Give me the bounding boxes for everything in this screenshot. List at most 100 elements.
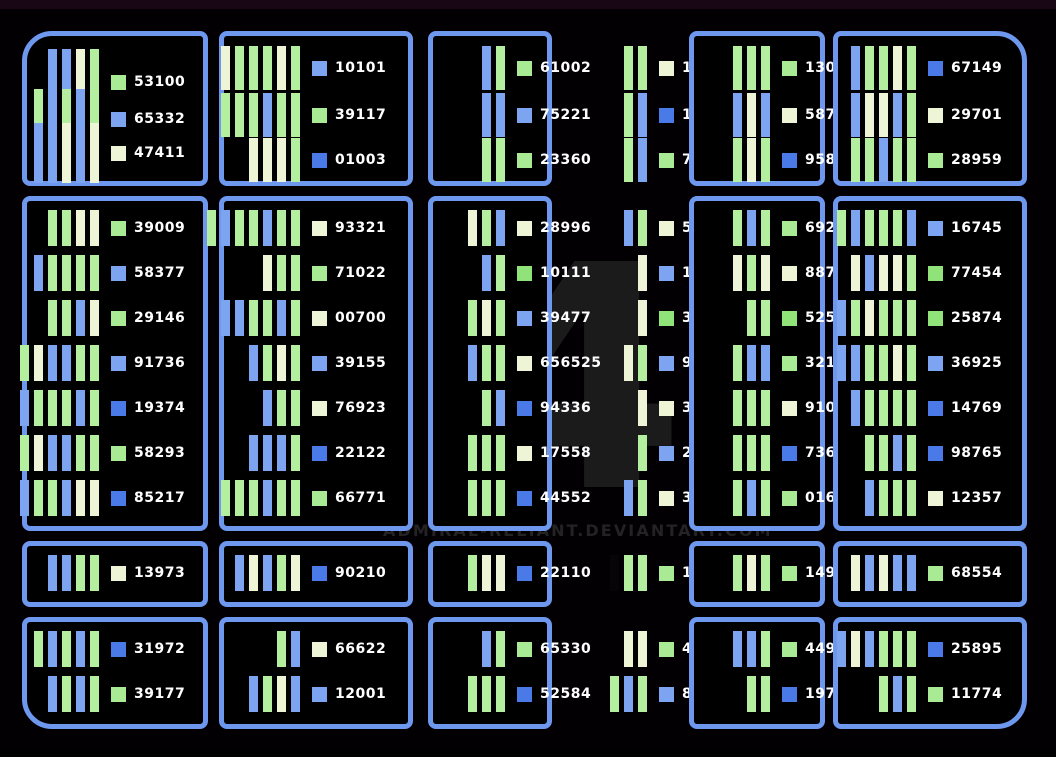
code-panel-r4c4[interactable]: 47326 80000 — [568, 617, 733, 729]
code-row[interactable]: 66622 — [224, 631, 408, 667]
code-panel-r2c4[interactable]: 54981 19542 36017 99798 39864 20106 33901 — [568, 196, 733, 531]
code-row[interactable]: 32174 — [694, 345, 856, 381]
code-row[interactable]: 25874 — [837, 300, 1022, 336]
code-row[interactable]: 12357 — [838, 480, 1022, 516]
code-panel-r2c2[interactable]: 93321 71022 00700 39155 76923 22122 66771 — [207, 196, 413, 531]
code-row[interactable]: 22110 — [433, 555, 591, 591]
code-panel-r2c1[interactable]: 39009 58377 29146 91736 19374 58293 85217 — [20, 196, 208, 531]
code-row[interactable]: 18642 — [573, 93, 733, 137]
code-row[interactable]: 90210 — [224, 555, 408, 591]
code-row[interactable]: 22122 — [224, 435, 408, 471]
code-row[interactable]: 19542 — [573, 255, 733, 291]
code-row[interactable]: 44552 — [433, 480, 591, 516]
code-row[interactable]: 66771 — [221, 480, 408, 516]
code-panel-r4c2[interactable]: 66622 12001 — [219, 617, 413, 729]
code-row[interactable]: 69258 — [694, 210, 856, 246]
code-row[interactable]: 73619 — [694, 435, 856, 471]
code-panel-r2c6[interactable]: 16745 77454 25874 36925 14769 98765 12357 — [833, 196, 1027, 531]
code-row[interactable]: 39117 — [221, 93, 408, 137]
code-row[interactable]: 17558 — [433, 435, 591, 471]
code-row[interactable]: 71022 — [224, 255, 408, 291]
code-panel-r4c6[interactable]: 25895 11774 — [833, 617, 1027, 729]
code-row[interactable]: 65330 — [433, 631, 591, 667]
code-panel-r3c3[interactable]: 22110 — [428, 541, 591, 607]
code-row[interactable]: 16745 — [837, 210, 1022, 246]
code-row[interactable]: 01669 — [694, 480, 856, 516]
code-row[interactable]: 75221 — [433, 93, 591, 137]
code-row[interactable]: 47411 — [27, 123, 203, 183]
code-row[interactable]: 19374 — [20, 390, 203, 426]
code-row[interactable]: 656525 — [433, 345, 601, 381]
code-row[interactable]: 29146 — [27, 300, 203, 336]
code-row[interactable]: 44993 — [694, 631, 856, 667]
code-row[interactable]: 61002 — [433, 46, 591, 90]
code-row[interactable]: 68554 — [838, 555, 1022, 591]
code-row[interactable]: 33901 — [573, 480, 733, 516]
code-row[interactable]: 17011 — [573, 46, 733, 90]
code-row[interactable]: 65332 — [27, 89, 203, 149]
code-row[interactable]: 88701 — [694, 255, 856, 291]
code-row[interactable]: 77454 — [838, 255, 1022, 291]
code-row[interactable]: 80000 — [573, 676, 733, 712]
code-row[interactable]: 11378 — [573, 555, 733, 591]
code-row[interactable]: 47326 — [573, 631, 733, 667]
code-panel-r4c3[interactable]: 65330 52584 — [428, 617, 591, 729]
code-row[interactable]: 10101 — [221, 46, 408, 90]
code-row[interactable]: 54981 — [573, 210, 733, 246]
code-row[interactable]: 36925 — [837, 345, 1022, 381]
code-row[interactable]: 99798 — [573, 345, 733, 381]
code-row[interactable]: 98765 — [838, 435, 1022, 471]
code-row[interactable]: 67149 — [838, 46, 1022, 90]
code-row[interactable]: 85217 — [20, 480, 203, 516]
code-row[interactable]: 52574 — [694, 300, 856, 336]
code-row[interactable]: 39177 — [27, 676, 203, 712]
code-row[interactable]: 58377 — [27, 255, 203, 291]
code-row[interactable]: 39864 — [573, 390, 733, 426]
code-panel-r2c3[interactable]: 28996 10111 39477 656525 94336 17558 44552 — [428, 196, 601, 531]
code-row[interactable]: 01003 — [224, 138, 408, 182]
code-row[interactable]: 11774 — [838, 676, 1022, 712]
code-row[interactable]: 19733 — [694, 676, 856, 712]
code-row[interactable]: 91047 — [694, 390, 856, 426]
code-row[interactable]: 39009 — [27, 210, 203, 246]
code-row[interactable]: 12001 — [224, 676, 408, 712]
code-row[interactable]: 58710 — [694, 93, 856, 137]
code-row[interactable]: 76923 — [224, 390, 408, 426]
code-row[interactable]: 52584 — [433, 676, 591, 712]
code-panel-r3c6[interactable]: 68554 — [833, 541, 1027, 607]
code-row[interactable]: 39155 — [224, 345, 408, 381]
code-row[interactable]: 28959 — [838, 138, 1022, 182]
code-row[interactable]: 91736 — [20, 345, 203, 381]
code-panel-r4c5[interactable]: 44993 19733 — [689, 617, 856, 729]
code-row[interactable]: 53100 — [27, 49, 203, 115]
code-row[interactable]: 00700 — [221, 300, 408, 336]
code-row[interactable]: 39477 — [433, 300, 591, 336]
code-panel-r2c5[interactable]: 69258 88701 52574 32174 91047 73619 01669 — [689, 196, 856, 531]
code-panel-r3c2[interactable]: 90210 — [219, 541, 413, 607]
code-row[interactable]: 94336 — [433, 390, 591, 426]
code-row[interactable]: 29701 — [838, 93, 1022, 137]
code-row[interactable]: 78952 — [573, 138, 733, 182]
code-row[interactable]: 14769 — [838, 390, 1022, 426]
code-row[interactable]: 28996 — [433, 210, 591, 246]
code-row[interactable]: 36017 — [573, 300, 733, 336]
code-panel-r3c4[interactable]: 11378 — [568, 541, 733, 607]
code-panel-r1c4[interactable]: 170111864278952 — [568, 31, 733, 186]
code-row[interactable]: 20106 — [573, 435, 733, 471]
code-row[interactable]: 14957 — [694, 555, 856, 591]
code-panel-r4c1[interactable]: 31972 39177 — [22, 617, 208, 729]
code-row[interactable]: 93321 — [207, 210, 408, 246]
code-row[interactable]: 10111 — [433, 255, 591, 291]
code-row[interactable]: 23360 — [433, 138, 591, 182]
code-row[interactable]: 31972 — [27, 631, 203, 667]
code-row[interactable]: 13973 — [27, 555, 203, 591]
code-row[interactable]: 95874 — [694, 138, 856, 182]
code-panel-r3c5[interactable]: 14957 — [689, 541, 856, 607]
code-row[interactable]: 58293 — [20, 435, 203, 471]
code-row[interactable]: 25895 — [837, 631, 1022, 667]
